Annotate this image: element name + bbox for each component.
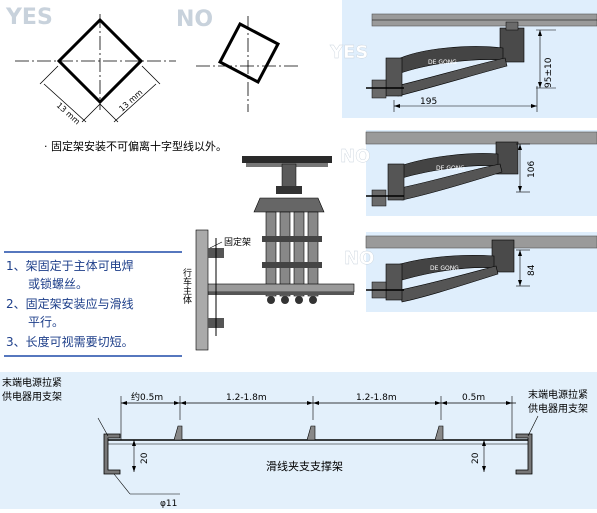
left-label-line2: 供电器用支架 bbox=[2, 390, 62, 403]
yes-label: YES bbox=[5, 5, 53, 30]
left-height: 20 bbox=[140, 452, 150, 464]
left-label-line1: 末端电源拉紧 bbox=[2, 376, 62, 389]
panel3-dim-vertical: 84 bbox=[527, 264, 537, 276]
panel3-badge: NO bbox=[344, 248, 374, 269]
panel1-dim-vertical: 95±10 bbox=[544, 57, 554, 88]
left-end-bracket bbox=[97, 417, 121, 475]
crane-body-label: 行车主体 bbox=[181, 267, 192, 305]
panel1-dim-horizontal: 195 bbox=[420, 97, 437, 107]
span-2: 1.2-1.8m bbox=[226, 393, 267, 403]
instruction-line-1: 1、架固定于主体可电焊 bbox=[6, 258, 134, 273]
instruction-line-2: 或锁螺丝。 bbox=[28, 276, 88, 291]
instructions: 1、架固定于主体可电焊 或锁螺丝。 2、固定架安装应与滑线 平行。 3、长度可视… bbox=[4, 251, 182, 357]
panel3-rail bbox=[365, 235, 597, 249]
center-label: 滑线夹支支撑架 bbox=[266, 459, 343, 473]
span-1: 约0.5m bbox=[131, 391, 163, 403]
arm-panel-no-1: DE GONG 106 NO bbox=[340, 130, 597, 216]
panel1-mount bbox=[385, 57, 403, 97]
panel2-dim-vertical: 106 bbox=[527, 161, 537, 178]
alignment-section: YES NO 13 mm 13 mm · 固定架安装不可偏离十字型线以外。 bbox=[0, 0, 300, 153]
no-cross-diagram bbox=[196, 16, 300, 112]
instruction-line-5: 3、长度可视需要切短。 bbox=[6, 334, 134, 349]
bracket-assembly: 固定架 行车主体 bbox=[181, 156, 355, 351]
arm-panel-yes: DE GONG 195 95±10 YES bbox=[329, 0, 597, 118]
dim-right-label: 13 mm bbox=[117, 88, 144, 114]
conductor-rails bbox=[262, 211, 322, 304]
bracket-label: 固定架 bbox=[224, 236, 251, 248]
arm-panel-no-2: DE GONG 84 NO bbox=[344, 232, 597, 312]
hole-callout: φ11 bbox=[160, 499, 177, 509]
no-label: NO bbox=[176, 7, 213, 32]
spacing-section: 末端电源拉紧 供电器用支架 末端电源拉紧 供电器用支架 约0.5m 1.2-1.… bbox=[0, 372, 597, 509]
arm-panels: DE GONG 195 95±10 YES bbox=[329, 0, 597, 312]
span-3: 1.2-1.8m bbox=[356, 393, 397, 403]
panel1-badge: YES bbox=[329, 42, 368, 63]
right-label-line2: 供电器用支架 bbox=[528, 402, 588, 415]
yes-cross-diagram: 13 mm 13 mm bbox=[15, 14, 176, 127]
right-height: 20 bbox=[471, 452, 481, 464]
panel2-brand: DE GONG bbox=[436, 165, 465, 172]
right-label-line1: 末端电源拉紧 bbox=[528, 388, 588, 401]
span-4: 0.5m bbox=[462, 393, 485, 403]
right-end-bracket bbox=[515, 415, 539, 475]
panel1-collector bbox=[499, 27, 525, 63]
crane-body-text: 行车主体 bbox=[181, 267, 192, 305]
instruction-line-4: 平行。 bbox=[28, 315, 64, 329]
panel2-rail bbox=[365, 131, 597, 145]
dim-left-label: 13 mm bbox=[55, 101, 82, 127]
panel3-brand: DE GONG bbox=[430, 265, 459, 272]
instruction-line-3: 2、固定架安装应与滑线 bbox=[6, 296, 134, 311]
panel1-brand: DE GONG bbox=[428, 59, 457, 66]
panel2-badge: NO bbox=[340, 146, 370, 167]
alignment-note: · 固定架安装不可偏离十字型线以外。 bbox=[44, 139, 227, 153]
